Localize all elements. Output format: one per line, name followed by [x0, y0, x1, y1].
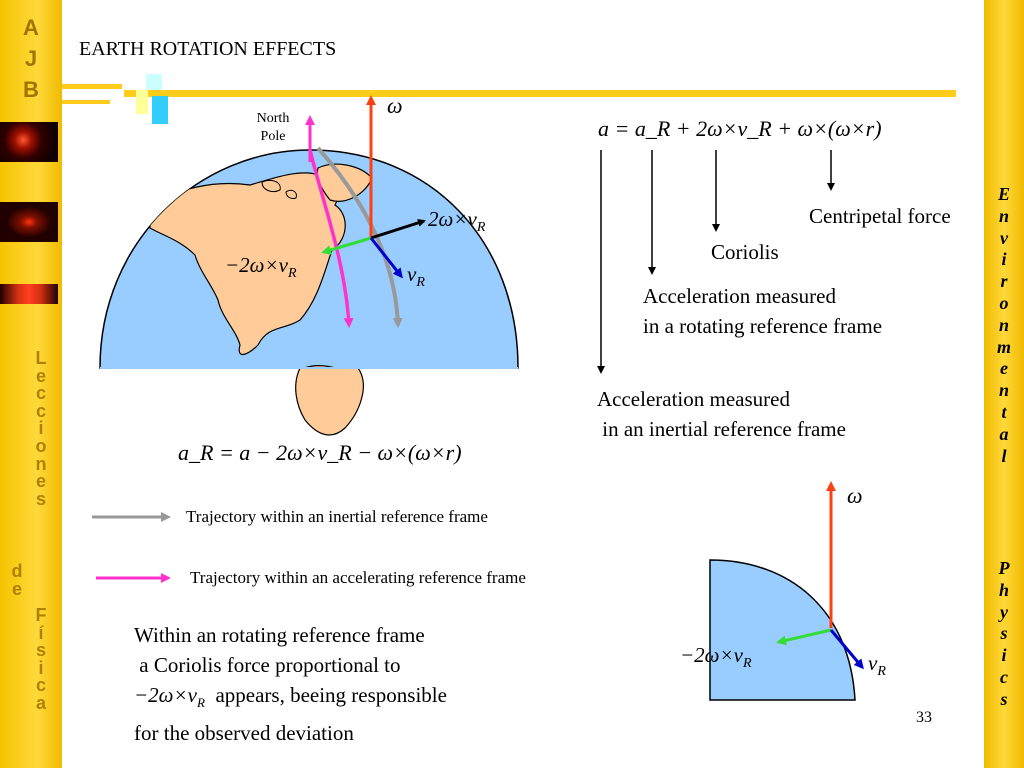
- coriolis-vector-label: 2ω×vR: [428, 207, 486, 236]
- rotating-frame-label: Acceleration measured in a rotating refe…: [643, 284, 883, 338]
- inset-minus-coriolis-arrow: [776, 628, 832, 646]
- initial-a: A: [23, 15, 39, 40]
- slide-title: EARTH ROTATION EFFECTS: [79, 38, 337, 60]
- initial-j: J: [24, 46, 38, 71]
- inset-vR-label: vR: [868, 651, 886, 680]
- legend-inertial-text: Trajectory within an inertial reference …: [186, 507, 488, 526]
- minus-coriolis-arrow: [321, 236, 372, 255]
- title-underline-left-2: [62, 100, 110, 104]
- omega-label: ω: [387, 93, 403, 118]
- thumbnail-image-2: [0, 202, 58, 242]
- decor-square-3: [152, 96, 168, 124]
- north-america-landmass: [149, 172, 346, 355]
- south-america-outside-globe: [295, 367, 364, 436]
- thumbnail-image-3: [0, 284, 58, 304]
- inset-vR-arrow: [829, 629, 864, 670]
- thumbnail-image-1: [0, 122, 58, 162]
- inset-globe-quarter: [709, 559, 856, 701]
- north-pole-label: North Pole: [256, 111, 290, 144]
- inertial-frame-label: Acceleration measured in an inertial ref…: [597, 387, 846, 441]
- absolute-acceleration-equation: a = a_R + 2ω×v_R + ω×(ω×r): [598, 116, 882, 141]
- island-1: [261, 179, 281, 193]
- minus-coriolis-label: −2ω×vR: [225, 253, 297, 282]
- accelerating-trajectory: [308, 149, 354, 328]
- island-2: [285, 189, 297, 199]
- centripetal-force-label: Centripetal force: [809, 204, 951, 228]
- coriolis-vector-arrow: [370, 219, 426, 240]
- inset-omega-label: ω: [847, 483, 863, 508]
- author-initials: A J B: [0, 12, 62, 105]
- decor-square-2: [136, 90, 148, 114]
- title-underline-left: [62, 84, 122, 89]
- initial-b: B: [23, 77, 39, 102]
- coriolis-label: Coriolis: [711, 240, 779, 264]
- relative-acceleration-equation: a_R = a − 2ω×v_R − ω×(ω×r): [178, 440, 462, 465]
- right-sidebar: [984, 0, 1024, 768]
- vR-label: vR: [407, 262, 425, 291]
- decor-square-1: [146, 74, 162, 90]
- vR-arrow: [369, 237, 403, 279]
- title-underline-main: [124, 90, 956, 97]
- inset-minus-coriolis-label: −2ω×vR: [680, 643, 752, 672]
- legend-accelerating-text: Trajectory within an accelerating refere…: [190, 568, 526, 587]
- page-number: 33: [916, 709, 932, 726]
- explanation-text: Within an rotating reference frame a Cor…: [134, 623, 447, 746]
